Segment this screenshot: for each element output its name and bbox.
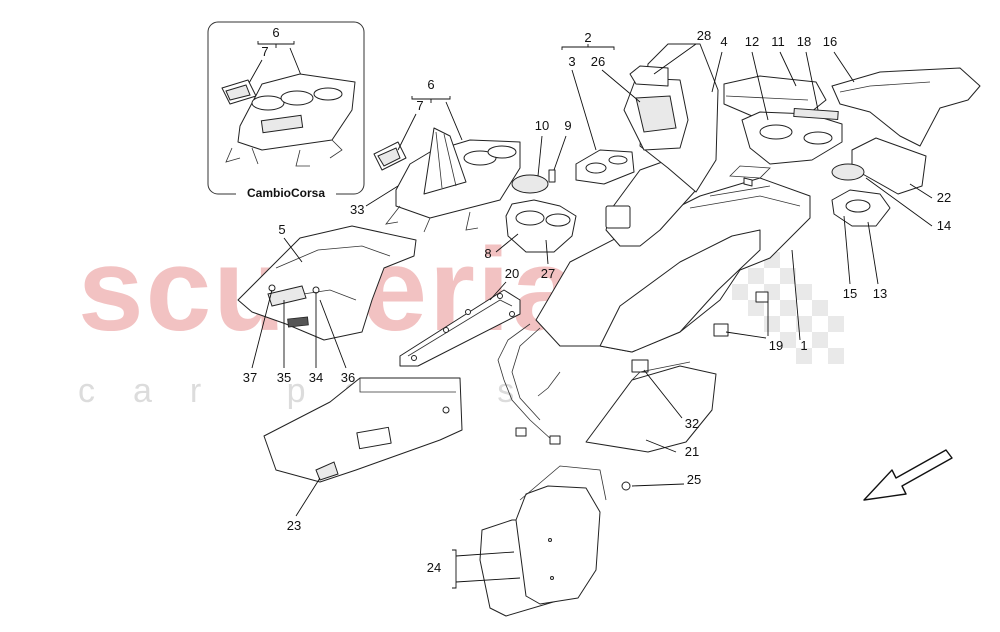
callout-23: 23 [287,518,301,533]
callout-6: 6 [427,77,434,92]
callout-27: 27 [541,266,555,281]
callout-32: 32 [685,416,699,431]
main-center-console [535,165,811,353]
callout-28: 28 [697,28,711,43]
callout-7-inset: 7 [261,44,268,59]
callout-8: 8 [484,246,491,261]
cup-holder [505,169,577,253]
callout-16: 16 [823,34,837,49]
callout-34: 34 [309,370,323,385]
rear-storage-assembly [723,67,981,227]
callout-5: 5 [278,222,285,237]
callout-1: 1 [800,338,807,353]
callout-37: 37 [243,370,257,385]
callout-33: 33 [350,202,364,217]
callout-7: 7 [416,98,423,113]
inset-gear-surround [221,73,356,167]
clip-25 [621,481,631,491]
callout-35: 35 [277,370,291,385]
right-console-side-panel [585,361,717,453]
callout-9: 9 [564,118,571,133]
callout-2: 2 [584,30,591,45]
callout-3: 3 [568,54,575,69]
callout-36: 36 [341,370,355,385]
callout-22: 22 [937,190,951,205]
tunnel-trim-bezel [237,225,417,341]
callout-11: 11 [771,34,785,49]
cambiocorsa-inset: CambioCorsa 6 7 [207,21,365,200]
callout-21: 21 [685,444,699,459]
callout-25: 25 [687,472,701,487]
left-console-side-panel [263,377,463,483]
callout-18: 18 [797,34,811,49]
callout-13: 13 [873,286,887,301]
callout-26: 26 [591,54,605,69]
rear-carpet-panels [479,465,607,617]
callout-19: 19 [769,338,783,353]
callout-4: 4 [720,34,727,49]
gear-surround-assembly [373,127,521,233]
armrest-assembly [575,43,719,247]
direction-arrow-icon [863,449,953,501]
wiring-harness [497,323,649,445]
callout-10: 10 [535,118,549,133]
callout-14: 14 [937,218,951,233]
callout-15: 15 [843,286,857,301]
callout-20: 20 [505,266,519,281]
callout-12: 12 [745,34,759,49]
callout-6-inset: 6 [272,25,279,40]
inset-caption: CambioCorsa [247,186,325,200]
side-trim-panel [399,289,521,367]
callout-24: 24 [427,560,441,575]
